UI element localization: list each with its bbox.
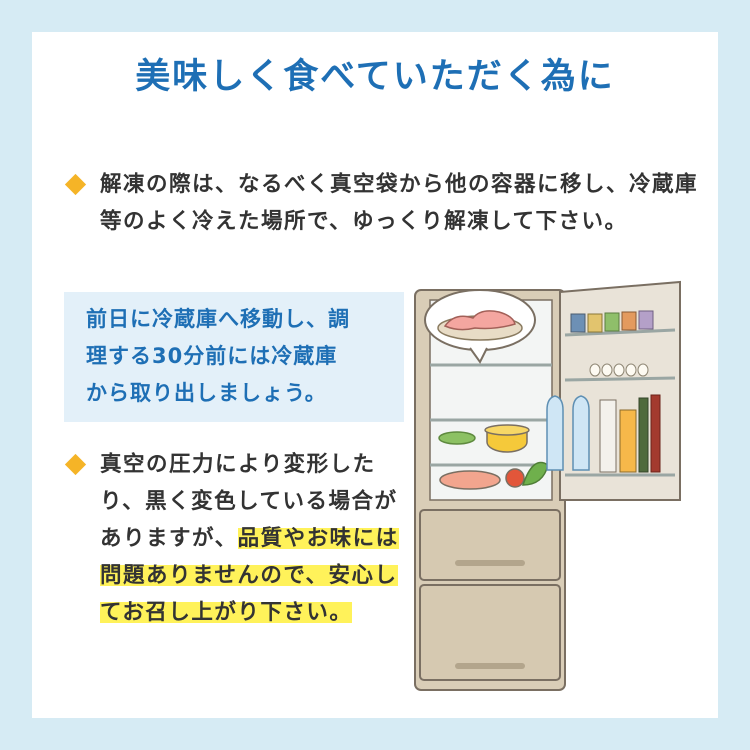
juice-carton: [619, 409, 637, 473]
note-box: [64, 292, 404, 422]
tomato: [505, 468, 525, 488]
water-bottle: [546, 395, 564, 471]
vacuum-notice: 真空の圧力により変形したり、黒く変色している場合がありますが、品質やお味には問題…: [100, 446, 400, 631]
page-title: 美味しく食べていただく為に: [135, 57, 615, 97]
sauce-bottle: [638, 397, 649, 473]
eggs: [589, 363, 649, 377]
thawing-instructions: 解凍の際は、なるべく真空袋から他の容器に移し、冷蔵庫等のよく冷えた場所で、ゆっく…: [100, 172, 699, 234]
refrigerator-illustration: [414, 280, 681, 691]
vacuum-notice-text: 真空の圧力により変形したり、黒く変色している場合がありますが、: [100, 452, 398, 551]
vegetable-bowl: [438, 431, 476, 445]
meat-icon: [443, 310, 516, 331]
door-jars: [570, 310, 654, 333]
fridge-drawer: [419, 584, 561, 681]
note-line: 理する30分前には冷蔵庫: [86, 344, 338, 368]
drawer-handle: [455, 663, 525, 669]
note-line: 前日に冷蔵庫へ移動し、調: [86, 307, 350, 331]
door-shelf: [564, 376, 676, 382]
fridge-drawer: [419, 509, 561, 581]
milk-carton: [599, 399, 617, 473]
fish-tray: [439, 470, 501, 490]
vacuum-notice-highlight: 品質やお味には問題ありませんので、安心してお召し上がり下さい。: [100, 526, 399, 625]
sauce-bottle: [650, 394, 661, 473]
yellow-pot: [486, 429, 528, 453]
note-text: 前日に冷蔵庫へ移動し、調 理する30分前には冷蔵庫 から取り出しましょう。: [86, 301, 406, 412]
pot-lid: [484, 424, 530, 436]
bubble-tail: [469, 347, 488, 364]
door-shelf: [564, 328, 676, 337]
drawer-handle: [455, 560, 525, 566]
note-line: から取り出しましょう。: [86, 381, 327, 405]
water-bottle: [572, 395, 590, 471]
